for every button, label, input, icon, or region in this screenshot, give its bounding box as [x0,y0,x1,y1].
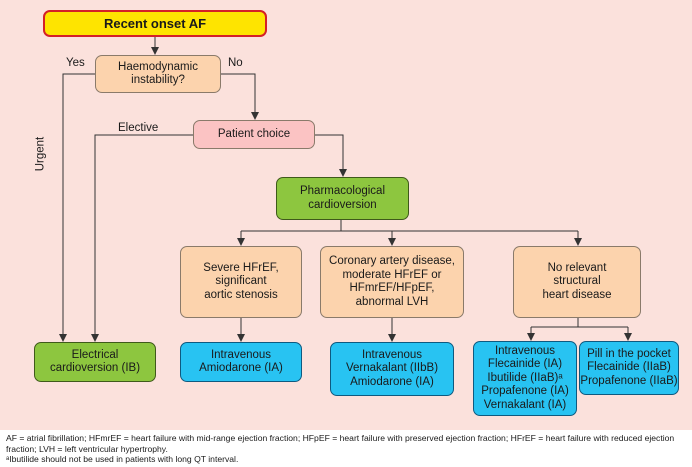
abbreviations-footnote: AF = atrial fibrillation; HFmrEF = heart… [6,433,675,454]
recent-onset-af-node: Recent onset AF [43,10,267,37]
elective-label: Elective [118,122,159,134]
yes-label: Yes [66,57,85,69]
patient-choice-node: Patient choice [193,120,315,149]
no-label: No [228,57,243,69]
haemodynamic-instability-node: Haemodynamic instability? [95,55,221,93]
severe-hfref-node: Severe HFrEF, significant aortic stenosi… [180,246,302,318]
pharmacological-cardioversion-node: Pharmacological cardioversion [276,177,409,220]
ibutilide-footnote: ᵃIbutilide should not be used in patient… [6,454,239,464]
arrow-yes-urgent [59,73,95,342]
electrical-cardioversion-node: Electrical cardioversion (IB) [34,342,156,382]
coronary-artery-disease-node: Coronary artery disease, moderate HFrEF … [320,246,464,318]
no-structural-disease-node: No relevant structural heart disease [513,246,641,318]
arrow-choice-to-pharma [315,134,347,177]
intravenous-flecainide-node: Intravenous Flecainide (IA) Ibutilide (I… [473,341,577,416]
vernakalant-node: Intravenous Vernakalant (IIbB) Amiodaron… [330,342,454,396]
arrow-no [221,73,259,120]
pill-in-the-pocket-node: Pill in the pocket Flecainide (IIaB) Pro… [579,341,679,395]
urgent-label: Urgent [34,136,47,172]
footnotes: AF = atrial fibrillation; HFmrEF = heart… [6,433,690,465]
amiodarone-node: Intravenous Amiodarone (IA) [180,342,302,382]
connector-arrows [59,37,632,342]
arrow-elective [91,134,193,342]
